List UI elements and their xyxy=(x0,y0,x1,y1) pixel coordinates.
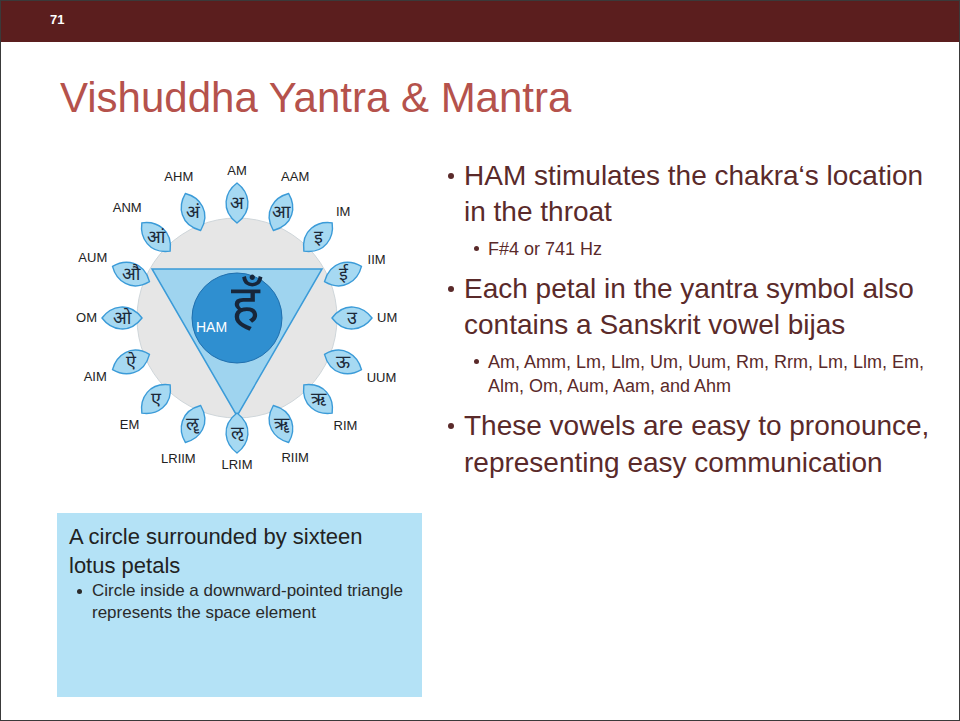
petal-label: LRIIM xyxy=(161,452,196,466)
bullet-text: Each petal in the yantra symbol also con… xyxy=(464,271,930,344)
bullet-text: These vowels are easy to pronounce, repr… xyxy=(464,408,930,481)
petal-outline xyxy=(102,307,142,329)
lotus-petal: अं xyxy=(172,191,214,233)
lotus-petal: ॠ xyxy=(260,403,302,445)
lotus-petal: अ xyxy=(216,182,258,224)
lotus-petal: इ xyxy=(297,216,339,258)
petal-outline xyxy=(263,402,299,447)
lotus-petal: आं xyxy=(135,216,177,258)
petal-label: AHM xyxy=(164,170,193,184)
info-box: A circle surrounded by sixteen lotus pet… xyxy=(57,513,422,697)
lotus-petal: ॡ xyxy=(172,403,214,445)
vowel-letter: औ xyxy=(122,265,140,283)
lotus-petal: ओ xyxy=(101,297,143,339)
sub-bullet-text: F#4 or 741 Hz xyxy=(488,237,602,261)
petal-label: UM xyxy=(377,311,397,325)
space-circle xyxy=(192,273,282,363)
petal-outline xyxy=(332,307,372,329)
mantra-label: HAM xyxy=(196,320,227,334)
petal-outline xyxy=(226,413,248,453)
petal-label: IIM xyxy=(368,253,386,267)
vowel-letter: ऋ xyxy=(311,390,326,408)
vowel-letter: आ xyxy=(272,203,290,221)
petal-outline xyxy=(175,189,211,234)
vowel-letter: ए xyxy=(151,390,161,408)
petal-label: AAM xyxy=(281,170,309,184)
lotus-petal: ऊ xyxy=(322,341,364,383)
bullet-text: HAM stimulates the chakra‘s location in … xyxy=(464,158,930,231)
bullet-dot xyxy=(448,286,454,292)
petal-label: RIM xyxy=(334,419,358,433)
box-heading: A circle surrounded by sixteen lotus pet… xyxy=(69,523,410,580)
box-bullet: Circle inside a downward-pointed triangl… xyxy=(92,580,410,624)
lotus-petal: ऋ xyxy=(297,378,339,420)
petal-outline xyxy=(321,256,366,292)
center-circle: हँ HAM xyxy=(191,272,283,364)
lotus-petal: ऐ xyxy=(110,341,152,383)
bullet-dot xyxy=(474,246,479,251)
petal-label: IM xyxy=(336,205,350,219)
lotus-petal: ए xyxy=(135,378,177,420)
downward-triangle xyxy=(152,269,322,416)
bullet-list: HAM stimulates the chakra‘s location in … xyxy=(448,158,930,487)
bija-letter: हँ xyxy=(231,278,260,332)
petal-label: AUM xyxy=(78,251,107,265)
lotus-petal: औ xyxy=(110,253,152,295)
lotus-petal: आ xyxy=(260,191,302,233)
vowel-letter: इ xyxy=(314,228,323,246)
sub-bullet-text: Am, Amm, Lm, Llm, Um, Uum, Rm, Rrm, Lm, … xyxy=(488,350,930,399)
petal-label: EM xyxy=(120,418,140,432)
vowel-letter: ऐ xyxy=(126,353,136,371)
petal-label: UUM xyxy=(367,371,397,385)
page-number: 71 xyxy=(50,12,64,27)
vowel-letter: ऌ xyxy=(231,424,244,442)
petal-label: OM xyxy=(76,311,97,325)
bullet-dot xyxy=(77,589,82,594)
petal-label: ANM xyxy=(113,201,142,215)
bullet-dot xyxy=(448,423,454,429)
petal-label: RIIM xyxy=(281,451,308,465)
vowel-letter: आं xyxy=(147,228,165,246)
lotus-petal: उ xyxy=(331,297,373,339)
vowel-letter: ऊ xyxy=(336,353,350,371)
petal-outline xyxy=(134,377,178,421)
lotus-petal: ऌ xyxy=(216,412,258,454)
petal-label: AM xyxy=(227,164,247,178)
bullet-dot xyxy=(448,173,454,179)
petal-label: AIM xyxy=(84,370,107,384)
lotus-petal: ई xyxy=(322,253,364,295)
petal-outline xyxy=(263,189,299,234)
petal-outline xyxy=(321,344,366,380)
slide-title: Vishuddha Yantra & Mantra xyxy=(60,74,571,122)
vowel-letter: उ xyxy=(347,309,357,327)
petal-outline xyxy=(108,344,153,380)
petal-outline xyxy=(175,402,211,447)
vowel-letter: ॠ xyxy=(274,415,289,433)
vowel-letter: अं xyxy=(186,203,200,221)
vowel-letter: ओ xyxy=(113,309,131,327)
header-bar xyxy=(0,0,960,42)
petal-outline xyxy=(296,377,340,421)
petal-label: LRIM xyxy=(221,458,252,472)
vowel-letter: अ xyxy=(230,194,244,212)
petal-outline xyxy=(134,215,178,259)
bullet-dot xyxy=(474,359,479,364)
vowel-letter: ॡ xyxy=(186,415,199,433)
petal-outline xyxy=(296,215,340,259)
petal-outline xyxy=(108,256,153,292)
vowel-letter: ई xyxy=(339,265,348,283)
petal-outline xyxy=(226,183,248,223)
